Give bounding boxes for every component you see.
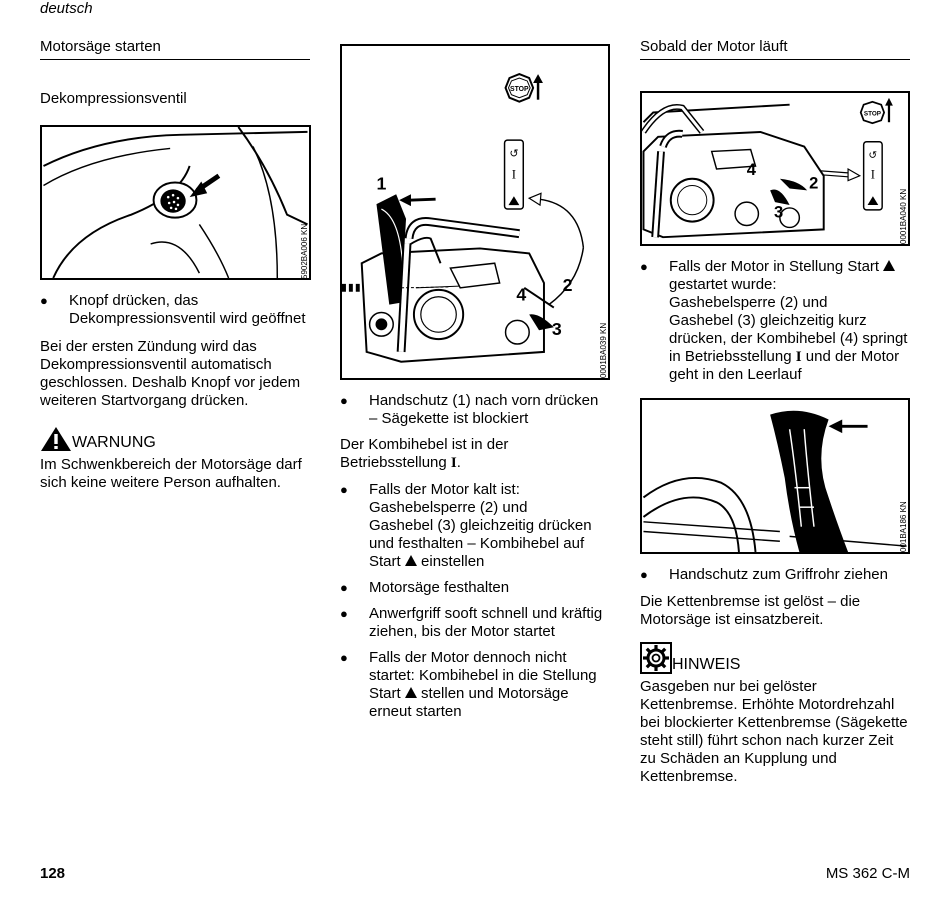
warning-triangle-icon [41,427,71,451]
column-3-text-b: Handschutz zum Griffrohr ziehen Die Kett… [640,566,915,786]
callout-3: 3 [774,203,783,222]
figure-idle-position: STOP ↺ I 4 2 3 0001BA040 KN [640,91,910,246]
callout-1: 1 [376,173,386,193]
bullet-engine-not-started: Falls der Motor dennoch nicht startet: K… [340,649,615,721]
svg-text:↺: ↺ [868,149,877,161]
language-label: deutsch [40,0,93,17]
figure-code: 0001BA040 KN [899,188,908,244]
run-symbol: I [871,168,875,182]
figure-code: 001BA186 KN [899,501,908,552]
figure-start-position: STOP ↺ I 1 2 3 [340,44,610,380]
figure-decompression-valve: 5902BA006 KN [40,125,311,280]
bullet-started-in-start: Falls der Motor in Stellung Start gestar… [640,258,915,384]
run-symbol: I [512,168,516,182]
handguard-illustration [642,410,907,552]
callout-2: 2 [809,173,818,192]
column-1: Motorsäge starten Dekompressionsventil [40,38,310,108]
bullet-push-handguard: Handschutz (1) nach vorn drücken – Sägek… [340,392,615,428]
callout-2: 2 [563,275,573,295]
run-position-symbol: I [450,455,457,471]
start-triangle-icon [404,555,417,566]
stop-icon-label: STOP [510,86,529,93]
decompression-valve-illustration [43,127,308,278]
note-text: Gasgeben nur bei gelöster Kettenbremse. … [640,678,908,785]
paragraph-first-ignition: Bei der ersten Zündung wird das Dekompre… [40,338,301,409]
figure-code: 5902BA006 KN [300,223,309,279]
chainsaw-start-illustration: STOP ↺ I 1 2 3 [342,73,585,363]
subsection-title-decompression: Dekompressionsventil [40,90,187,107]
warning-heading: WARNUNG [40,426,315,452]
column-3-header: Sobald der Motor läuft [640,38,910,60]
paragraph-brake-released: Die Kettenbremse ist gelöst – die Motors… [640,593,861,628]
chainsaw-idle-illustration: STOP ↺ I 4 2 3 [642,97,893,239]
start-triangle-icon [404,687,417,698]
section-title-engine-running: Sobald der Motor läuft [640,38,910,60]
note-heading: HINWEIS [640,642,915,674]
column-3-text-a: Falls der Motor in Stellung Start gestar… [640,258,915,384]
column-2-text: Handschutz (1) nach vorn drücken – Sägek… [340,392,615,721]
bullet-hold-saw: Motorsäge festhalten [340,579,615,597]
run-position-symbol: I [795,349,802,365]
bullet-pull-handguard: Handschutz zum Griffrohr ziehen [640,566,915,584]
section-title-start: Motorsäge starten [40,38,310,60]
gear-icon [640,642,672,674]
callout-4: 4 [747,160,757,179]
svg-text:↺: ↺ [509,148,518,160]
column-1-text: Knopf drücken, das Dekompressionsventil … [40,292,315,492]
warning-title: WARNUNG [72,434,156,451]
callout-4: 4 [516,285,526,305]
figure-handguard: 001BA186 KN [640,398,910,554]
warning-text: Im Schwenkbereich der Motorsäge darf sic… [40,456,302,491]
bullet-cold-engine: Falls der Motor kalt ist: Gashebelsperre… [340,481,615,571]
note-title: HINWEIS [672,656,741,673]
start-triangle-icon [883,260,896,271]
figure-code: 0001BA039 KN [599,322,608,378]
stop-icon-label: STOP [864,110,881,117]
callout-3: 3 [552,319,562,339]
bullet-pull-starter: Anwerfgriff sooft schnell und kräftig zi… [340,605,615,641]
paragraph-master-control: Der Kombihebel ist in der Betriebsstellu… [340,436,509,471]
model-name: MS 362 C-M [825,865,910,882]
page-number: 128 [40,865,66,882]
bullet-press-button: Knopf drücken, das Dekompressionsventil … [40,292,315,328]
